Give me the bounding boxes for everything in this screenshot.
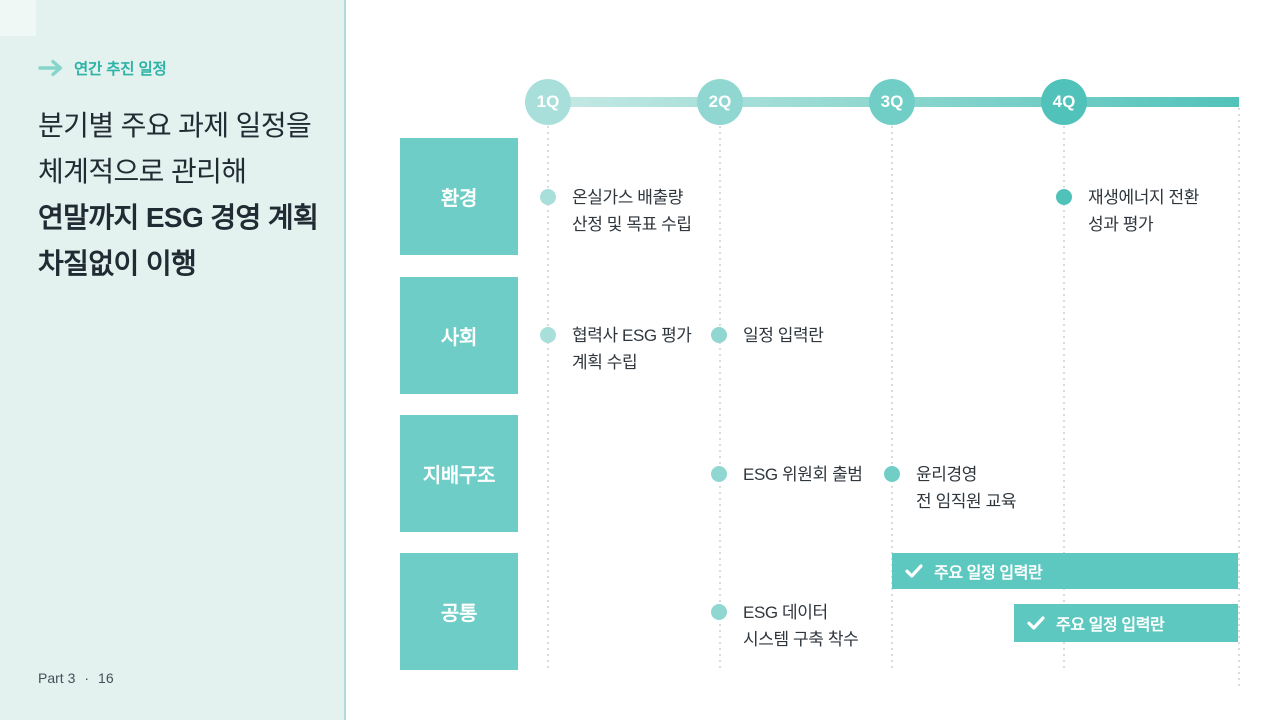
schedule-item-line: 온실가스 배출량 [572,188,684,207]
milestone-dot [711,604,727,620]
milestone-dot [540,327,556,343]
dot-separator: · [84,670,90,686]
schedule-item: 재생에너지 전환 성과 평가 [1056,184,1199,238]
schedule-item-text: ESG 데이터 시스템 구축 착수 [743,599,859,653]
schedule-item: ESG 위원회 출범 [711,461,863,488]
sidebar-panel: 연간 추진 일정 분기별 주요 과제 일정을 체계적으로 관리해 연말까지 ES… [0,0,346,720]
category-label: 사회 [440,327,478,349]
page-footer: Part 3 · 16 [38,670,114,686]
schedule-item-line: 전 임직원 교육 [916,492,1017,511]
schedule-item: ESG 데이터 시스템 구축 착수 [711,599,859,653]
schedule-input-banner[interactable]: 주요 일정 입력란 [892,553,1238,589]
quarter-marker-2q: 2Q [697,79,743,125]
schedule-item-line: 협력사 ESG 평가 [572,326,692,345]
schedule-item-line: 시스템 구축 착수 [743,630,859,649]
category-label: 지배구조 [422,465,496,487]
quarter-label: 1Q [536,92,560,111]
category-box-environment: 환경 [400,138,518,255]
milestone-dot [540,189,556,205]
page-number: 16 [98,670,114,686]
schedule-item-line: 계획 수립 [572,353,638,372]
milestone-dot [711,466,727,482]
schedule-item-input-placeholder[interactable]: 일정 입력란 [711,322,824,349]
schedule-item-line: ESG 데이터 [743,603,828,622]
schedule-item-line: 산정 및 목표 수립 [572,215,692,234]
milestone-dot [711,327,727,343]
arrow-right-icon [38,59,63,77]
category-box-common: 공통 [400,553,518,670]
quarter-label: 3Q [880,92,904,111]
schedule-item-text: 재생에너지 전환 성과 평가 [1088,184,1199,238]
quarter-gridline-end [1238,108,1240,690]
check-icon [1027,616,1045,630]
corner-decoration [0,0,36,36]
schedule-item-line: 윤리경영 [916,465,977,484]
quarter-gridline-3q [891,126,893,668]
quarter-marker-1q: 1Q [525,79,571,125]
part-label: Part 3 [38,670,76,686]
schedule-item-text: 협력사 ESG 평가 계획 수립 [572,322,692,376]
category-label: 공통 [440,603,478,625]
slide-title: 분기별 주요 과제 일정을 체계적으로 관리해 연말까지 ESG 경영 계획 차… [38,103,319,287]
title-line: 분기별 주요 과제 일정을 [38,110,312,141]
title-line: 차질없이 이행 [38,248,197,279]
milestone-dot [1056,189,1072,205]
category-box-social: 사회 [400,277,518,394]
quarter-label: 2Q [708,92,732,111]
title-line: 연말까지 ESG 경영 계획 [38,202,319,233]
schedule-item-text: 온실가스 배출량 산정 및 목표 수립 [572,184,692,238]
schedule-item: 온실가스 배출량 산정 및 목표 수립 [540,184,692,238]
schedule-item: 협력사 ESG 평가 계획 수립 [540,322,692,376]
schedule-input-banner[interactable]: 주요 일정 입력란 [1014,604,1238,642]
quarter-gridline-2q [719,126,721,668]
title-line: 체계적으로 관리해 [38,156,247,187]
schedule-item-line: ESG 위원회 출범 [743,465,863,484]
check-icon [905,564,923,578]
schedule-item-text: 윤리경영 전 임직원 교육 [916,461,1016,515]
quarter-marker-3q: 3Q [869,79,915,125]
quarter-gridline-1q [547,126,549,668]
banner-label: 주요 일정 입력란 [1056,617,1165,634]
schedule-item-line: 성과 평가 [1088,215,1154,234]
section-eyebrow: 연간 추진 일정 [38,57,167,79]
schedule-item: 윤리경영 전 임직원 교육 [884,461,1016,515]
schedule-item-text: 일정 입력란 [743,322,824,349]
section-eyebrow-label: 연간 추진 일정 [74,61,167,78]
quarter-label: 4Q [1052,92,1076,111]
schedule-item-text: ESG 위원회 출범 [743,461,863,488]
schedule-item-line: 재생에너지 전환 [1088,188,1200,207]
category-label: 환경 [440,188,478,210]
quarter-gridline-4q [1063,126,1065,668]
category-box-governance: 지배구조 [400,415,518,532]
banner-label: 주요 일정 입력란 [934,565,1043,582]
milestone-dot [884,466,900,482]
schedule-item-line: 일정 입력란 [743,326,824,345]
quarter-marker-4q: 4Q [1041,79,1087,125]
